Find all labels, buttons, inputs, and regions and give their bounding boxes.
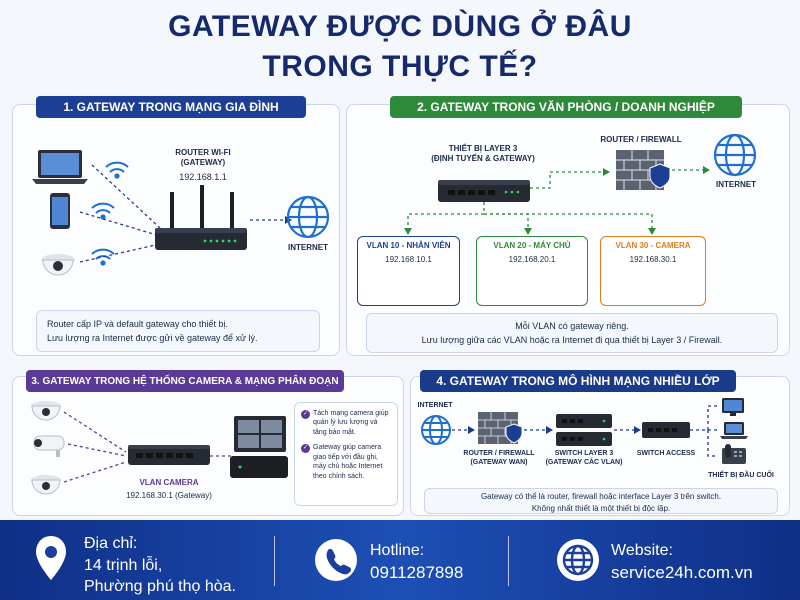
globe-icon <box>557 539 599 581</box>
footer-divider <box>508 536 509 586</box>
firewall-icon <box>616 150 671 190</box>
hotline-number[interactable]: 0911287898 <box>370 562 464 582</box>
location-pin-icon <box>36 536 66 580</box>
hotline-block: Hotline: 0911287898 <box>370 540 463 585</box>
laptop-icon <box>720 422 748 439</box>
bullet-item: ✓Tách mạng camera giúp quản lý lưu lượng… <box>301 410 389 436</box>
access-switch-icon <box>642 422 690 438</box>
footer-divider <box>274 536 275 586</box>
firewall-icon <box>478 412 523 444</box>
router-label: ROUTER WI-FI (GATEWAY) <box>175 148 231 167</box>
section3-header: 3. GATEWAY TRONG HỆ THỐNG CAMERA & MẠNG … <box>26 370 344 392</box>
section4-header: 4. GATEWAY TRONG MÔ HÌNH MẠNG NHIỀU LỚP <box>420 370 736 392</box>
vlan-10-box: VLAN 10 - NHÂN VIÊN 192.168.10.1 <box>357 236 460 306</box>
check-icon: ✓ <box>301 410 310 419</box>
page-title-line1: GATEWAY ĐƯỢC DÙNG Ở ĐÂU <box>168 10 632 43</box>
vlan-camera-ip: 192.168.30.1 (Gateway) <box>126 491 212 500</box>
dome-camera-icon <box>31 475 61 495</box>
desktop-monitor-icon <box>722 398 744 416</box>
dome-camera-icon <box>31 401 61 421</box>
section4-internet-label: INTERNET <box>417 402 453 409</box>
phone-call-icon <box>315 539 357 581</box>
layer3-switch-icon <box>438 180 530 202</box>
router-ip: 192.168.1.1 <box>179 172 227 182</box>
section2-internet-label: INTERNET <box>716 180 756 189</box>
section1-internet-label: INTERNET <box>288 243 328 252</box>
vlan-camera-label: VLAN CAMERA <box>139 478 199 487</box>
layer3-label: THIẾT BỊ LAYER 3 (ĐỊNH TUYẾN & GATEWAY) <box>431 144 535 163</box>
layer3-switch-icon <box>556 414 612 446</box>
website-link[interactable]: service24h.com.vn <box>611 562 753 582</box>
ip-phone-icon <box>722 444 746 464</box>
wifi-router-icon <box>155 185 247 250</box>
section1-header: 1. GATEWAY TRONG MẠNG GIA ĐÌNH <box>36 96 306 118</box>
globe-icon <box>713 133 757 177</box>
globe-icon <box>421 415 451 445</box>
nvr-recorder-icon <box>230 416 288 478</box>
firewall-label: ROUTER / FIREWALL <box>600 135 682 144</box>
section3-bullets: ✓Tách mạng camera giúp quản lý lưu lượng… <box>294 402 398 506</box>
page-title-line2: TRONG THỰC TẾ? <box>262 50 538 83</box>
check-icon: ✓ <box>301 444 310 454</box>
vlan-20-box: VLAN 20 - MÁY CHỦ 192.168.20.1 <box>476 236 588 306</box>
bullet-camera-icon <box>33 435 65 457</box>
footer-bar <box>0 520 800 600</box>
laptop-icon <box>32 150 88 184</box>
globe-icon <box>286 195 330 239</box>
section2-note: Mỗi VLAN có gateway riêng. Lưu lượng giữ… <box>366 313 778 353</box>
dome-camera-icon <box>41 254 75 276</box>
website-block: Website: service24h.com.vn <box>611 540 753 585</box>
camera-switch-icon <box>128 445 210 465</box>
switch-access-label: SWITCH ACCESS <box>636 450 696 457</box>
section2-header: 2. GATEWAY TRONG VĂN PHÒNG / DOANH NGHIỆ… <box>390 96 742 118</box>
end-device-label: THIẾT BỊ ĐẦU CUỐI <box>708 472 774 479</box>
bullet-item: ✓Gateway giúp camera giao tiếp với đầu g… <box>301 444 383 480</box>
section4-note: Gateway có thể là router, firewall hoặc … <box>424 488 778 514</box>
wan-firewall-label: ROUTER / FIREWALL (GATEWAY WAN) <box>463 450 535 466</box>
phone-icon <box>50 193 70 229</box>
vlan-30-box: VLAN 30 - CAMERA 192.168.30.1 <box>600 236 706 306</box>
section1-note: Router cấp IP và default gateway cho thi… <box>36 310 320 352</box>
wifi-icon <box>91 161 129 266</box>
switch-layer3-label: SWITCH LAYER 3 (GATEWAY CÁC VLAN) <box>545 450 623 466</box>
address-block: Địa chỉ: 14 trịnh lỗi, Phường phú thọ hò… <box>84 535 236 596</box>
